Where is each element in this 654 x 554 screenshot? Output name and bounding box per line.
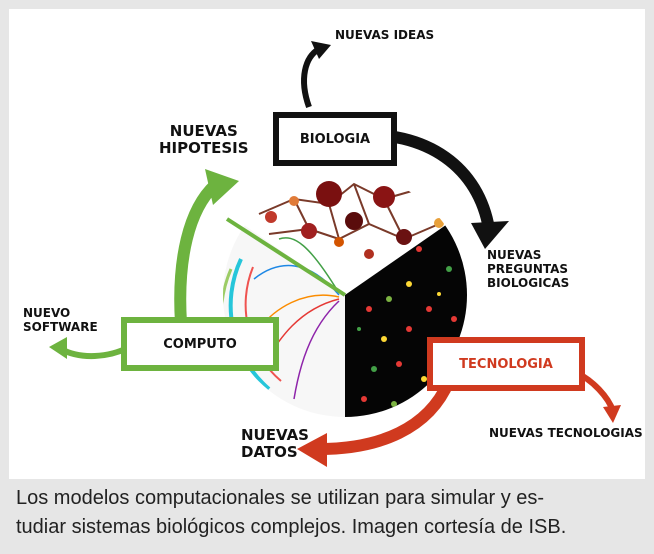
software-arrow-head (49, 337, 67, 359)
tecnologia-label: TECNOLOGIA (459, 356, 553, 372)
tecnologia-arrow-head (297, 433, 327, 467)
ideas-arrow-head (311, 41, 331, 59)
biologia-box: BIOLOGIA (273, 112, 397, 166)
label-nuevas-tecnologias: NUEVAS TECNOLOGIAS (489, 426, 643, 440)
cycle-diagram (49, 41, 621, 467)
figure-caption: Los modelos computacionales se utilizan … (16, 487, 567, 538)
computo-label: COMPUTO (163, 336, 237, 352)
tecnologia-arrow (318, 378, 455, 455)
computo-arrow (174, 180, 220, 324)
biologia-label: BIOLOGIA (299, 131, 371, 147)
label-nuevo-software: NUEVO SOFTWARE (23, 306, 98, 334)
label-nuevas-preguntas: NUEVAS PREGUNTAS BIOLOGICAS (487, 248, 570, 290)
biology-arrow-head (471, 221, 509, 249)
green-divider (225, 217, 347, 297)
computo-box: COMPUTO (121, 317, 279, 371)
ideas-arrow (301, 46, 321, 109)
label-nuevas-hipotesis: NUEVAS HIPOTESIS (159, 122, 249, 158)
label-nuevas-ideas: NUEVAS IDEAS (335, 28, 435, 42)
label-nuevas-datos: NUEVAS DATOS (241, 426, 309, 462)
computo-arrow-head (205, 169, 239, 205)
microarray-dots (357, 246, 457, 407)
tecnologia-box: TECNOLOGIA (427, 337, 585, 391)
tecnologias-arrow-head (603, 405, 621, 423)
diagram-figure: BIOLOGIA COMPUTO TECNOLOGIA NUEVAS IDEAS… (9, 9, 645, 479)
